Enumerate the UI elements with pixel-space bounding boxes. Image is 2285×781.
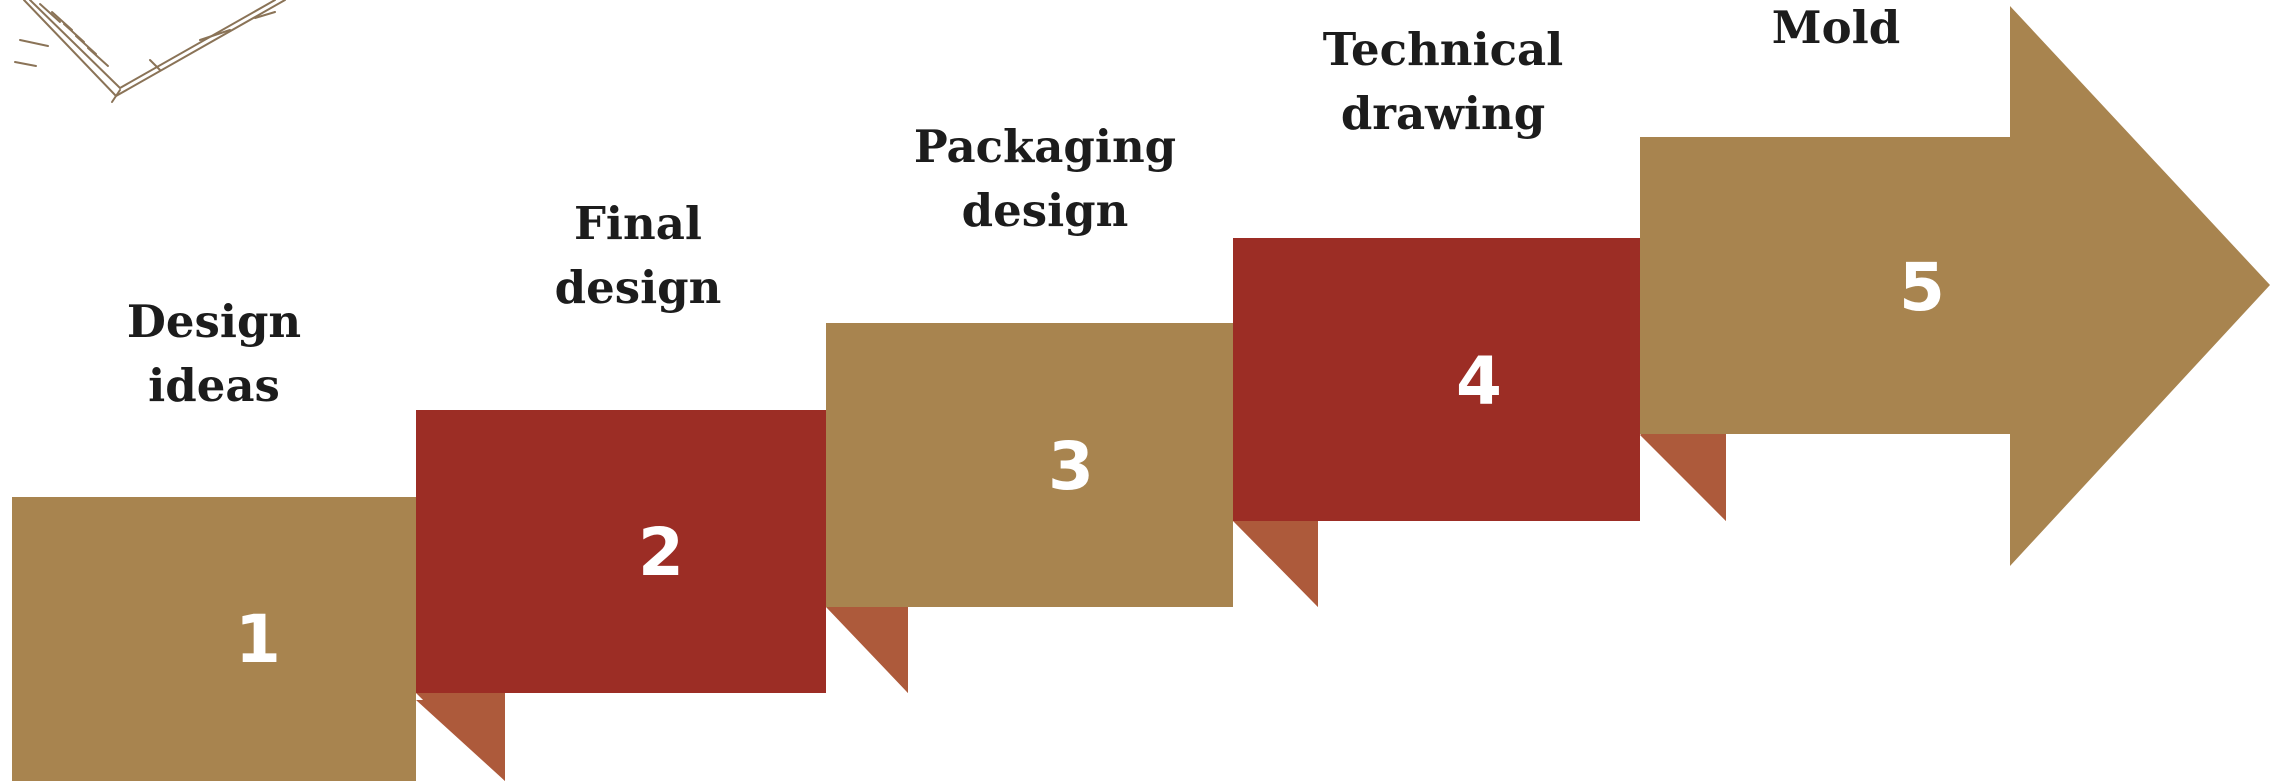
step-1-title-line-2: ideas <box>148 359 280 412</box>
step-4-overlap-fold <box>1233 521 1318 607</box>
step-2-overlap-fold <box>416 693 505 781</box>
step-4-title: Technical drawing <box>1323 18 1564 146</box>
step-3-title-line-1: Packaging <box>913 120 1177 173</box>
step-5-number: 5 <box>1899 249 1945 326</box>
step-1-title-line-1: Design <box>126 295 302 348</box>
step-5-title: Mold <box>1772 0 1900 60</box>
step-1-rect <box>12 497 416 781</box>
step-3-title-line-2: design <box>961 184 1129 237</box>
step-4-title-line-2: drawing <box>1340 87 1546 140</box>
step-2-title: Final design <box>555 192 722 320</box>
step-5-title-line-1: Mold <box>1771 1 1901 54</box>
step-2-rect <box>416 410 826 693</box>
step-4-title-line-1: Technical <box>1322 23 1564 76</box>
step-1-block <box>12 497 505 781</box>
step-3-overlap-fold <box>826 607 908 693</box>
step-5-arrow-shape <box>1640 6 2270 566</box>
step-5-arrow <box>1640 6 2270 566</box>
step-3-rect <box>826 323 1233 607</box>
step-1-number: 1 <box>235 601 281 678</box>
step-3-title: Packaging design <box>914 115 1176 243</box>
step-1-title: Design ideas <box>127 290 301 418</box>
step-4-number: 4 <box>1456 343 1502 420</box>
step-2-title-line-1: Final <box>573 197 702 250</box>
step-2-title-line-2: design <box>554 261 722 314</box>
corner-sketch-icon <box>14 0 286 103</box>
step-5-overlap-fold <box>1640 434 1726 521</box>
step-4-rect <box>1233 238 1640 521</box>
step-3-number: 3 <box>1048 428 1094 505</box>
step-4-block <box>1233 238 1726 607</box>
step-2-number: 2 <box>638 514 684 591</box>
